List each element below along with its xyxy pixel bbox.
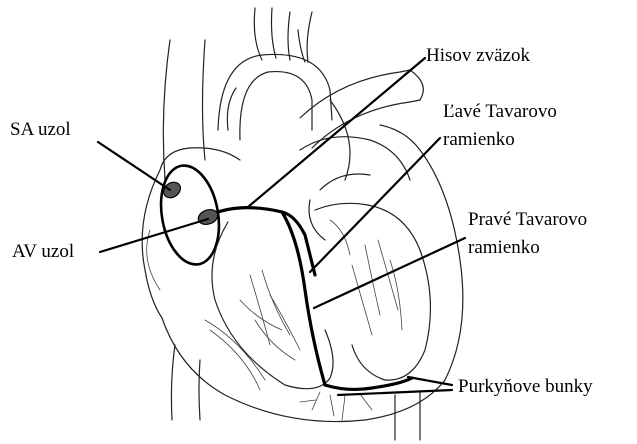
leader-right-bundle (314, 238, 465, 308)
label-left-bundle-line1: Ľavé Tavarovo (443, 100, 557, 124)
leader-lines (98, 58, 465, 395)
leader-his-bundle (248, 58, 425, 207)
label-right-bundle-line1: Pravé Tavarovo (468, 208, 587, 232)
label-left-bundle-line2: ramienko (443, 128, 515, 152)
leader-sa-node (98, 142, 170, 190)
label-right-bundle-line2: ramienko (468, 236, 540, 260)
label-sa-node: SA uzol (10, 118, 71, 142)
label-his-bundle: Hisov zväzok (426, 44, 530, 68)
right-ventricle (205, 222, 333, 390)
great-vessels (163, 8, 423, 180)
label-purkinje: Purkyňove bunky (458, 375, 593, 399)
leader-av-node (100, 219, 208, 252)
label-av-node: AV uzol (12, 240, 74, 264)
